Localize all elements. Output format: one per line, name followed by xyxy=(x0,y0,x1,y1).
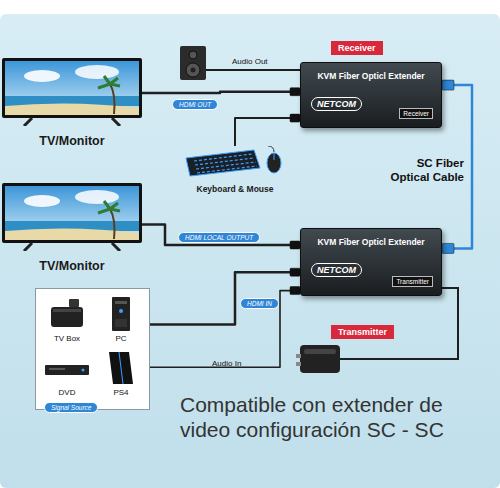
device-title: KVM Fiber Opticl Extender xyxy=(301,71,441,81)
free-label: Audio Out xyxy=(232,57,268,66)
cable-connector xyxy=(142,224,300,245)
device-label: PS4 xyxy=(96,388,146,397)
receiver-tag: Receiver xyxy=(331,41,383,55)
transmitter-box: KVM Fiber Opticl ExtenderNETCOM Transmitt… xyxy=(300,228,442,296)
brand-logo: NETCOM xyxy=(311,263,362,277)
ps4-item: PS4 xyxy=(96,349,146,399)
tv-label: TV/Monitor xyxy=(2,134,142,148)
hdmi-plug xyxy=(290,88,300,96)
keyboard-label: Keyboard & Mouse xyxy=(182,184,288,194)
signal-source-panel: Signal Source TV Box PC DVD PS4 xyxy=(35,288,150,410)
device-label: TV Box xyxy=(42,334,92,343)
caption-text: Compatible con extender de video configu… xyxy=(180,392,495,442)
cable-connector xyxy=(142,92,300,93)
audio-in-label: Audio In xyxy=(212,359,241,368)
tv-label: TV/Monitor xyxy=(2,259,142,273)
tv-screen-art xyxy=(2,58,142,126)
cable-connector xyxy=(150,272,300,324)
fiber-cable-label: SC Fiber Optical Cable xyxy=(376,156,464,184)
sc-connector xyxy=(442,243,454,253)
hdmi-plug xyxy=(290,114,300,122)
role-badge: Transmitter xyxy=(392,276,433,287)
device-label: DVD xyxy=(42,388,92,397)
device-icon xyxy=(43,295,91,333)
power-adapter xyxy=(296,288,458,373)
transmitter-tag: Transmitter xyxy=(331,325,394,339)
speaker-icon xyxy=(180,46,206,80)
hdmi-plug xyxy=(290,268,300,276)
pc-item: PC xyxy=(96,295,146,345)
device-label: PC xyxy=(96,334,146,343)
dvd-item: DVD xyxy=(42,349,92,399)
audio-out-wire xyxy=(206,69,300,71)
tv-box-item: TV Box xyxy=(42,295,92,345)
hdmi-local-output-tag: HDMI LOCAL OUTPUT xyxy=(178,232,260,243)
keyboard-mouse: Keyboard & Mouse xyxy=(182,146,288,194)
receiver-box: ReceiverKVM Fiber Opticl ExtenderNETCOMR… xyxy=(300,62,442,128)
hdmi-plug xyxy=(290,241,300,249)
hdmi-in-tag: HDMI IN xyxy=(240,298,279,309)
signal-source-tag: Signal Source xyxy=(44,402,98,413)
cable-connector xyxy=(150,291,300,368)
keyboard-mouse-art xyxy=(182,146,288,178)
hdmi-out-tag: HDMI OUT xyxy=(172,99,218,110)
device-icon xyxy=(97,295,145,333)
role-badge: Receiver xyxy=(399,108,433,119)
cable-connector xyxy=(235,118,300,146)
background-panel xyxy=(0,14,500,488)
brand-logo: NETCOM xyxy=(311,97,362,111)
tv-screen-art xyxy=(2,183,142,251)
tv-monitor: TV/Monitor xyxy=(2,183,142,275)
tv-monitor: TV/Monitor xyxy=(2,58,142,150)
device-icon xyxy=(97,349,145,387)
device-title: KVM Fiber Opticl Extender xyxy=(301,237,441,247)
sc-connector xyxy=(442,80,454,90)
device-icon xyxy=(43,349,91,387)
hdmi-plug xyxy=(290,287,300,295)
